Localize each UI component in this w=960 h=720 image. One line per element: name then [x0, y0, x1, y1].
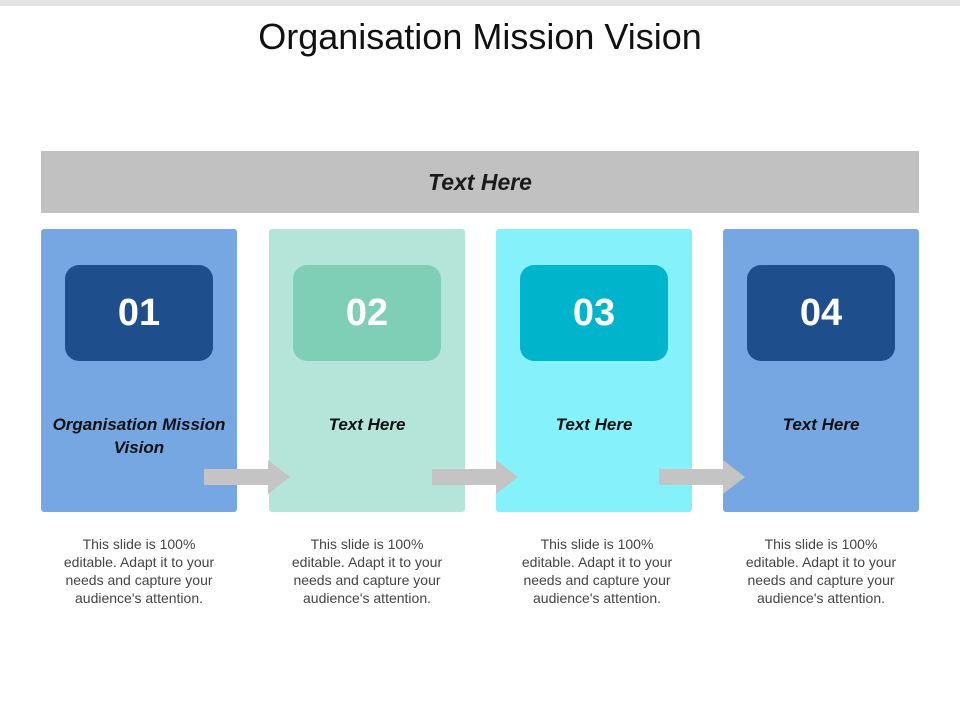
- step-card-2: 02 Text Here: [269, 229, 465, 512]
- arrow-right-icon: [204, 460, 290, 494]
- step-description-2: This slide is 100% editable. Adapt it to…: [291, 536, 443, 606]
- step-card-4: 04 Text Here: [723, 229, 919, 512]
- arrow-right-icon: [432, 460, 518, 494]
- step-description-4: This slide is 100% editable. Adapt it to…: [745, 536, 897, 606]
- step-number-4: 04: [747, 265, 895, 361]
- banner: Text Here: [41, 151, 919, 213]
- step-label-4: Text Here: [782, 415, 860, 434]
- step-label-1: Organisation Mission Vision: [52, 415, 226, 457]
- top-border: [0, 0, 960, 6]
- step-description-3: This slide is 100% editable. Adapt it to…: [521, 536, 673, 606]
- step-card-1: 01 Organisation Mission Vision: [41, 229, 237, 512]
- step-number-1: 01: [65, 265, 213, 361]
- step-number-2: 02: [293, 265, 441, 361]
- step-label-2: Text Here: [328, 415, 406, 434]
- slide-title: Organisation Mission Vision: [258, 16, 702, 57]
- step-description-1: This slide is 100% editable. Adapt it to…: [63, 536, 215, 606]
- step-label-3: Text Here: [555, 415, 633, 434]
- step-number-3: 03: [520, 265, 668, 361]
- arrow-right-icon: [659, 460, 745, 494]
- banner-text: Text Here: [428, 168, 532, 195]
- step-card-3: 03 Text Here: [496, 229, 692, 512]
